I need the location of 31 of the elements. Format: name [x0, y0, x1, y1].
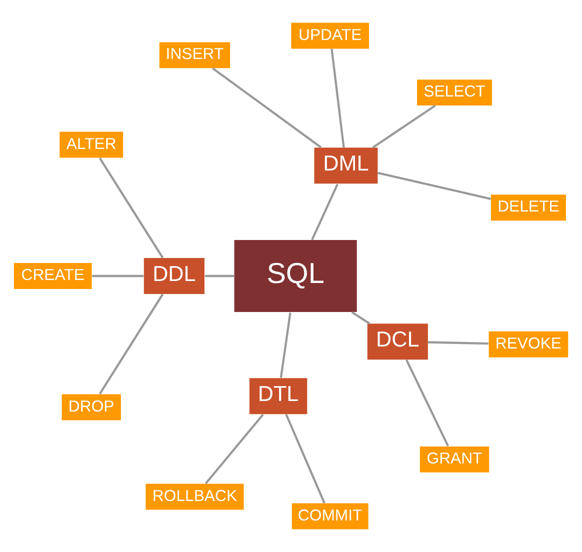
node-box: UPDATE [291, 22, 370, 49]
connector [285, 414, 326, 504]
connector [98, 294, 164, 394]
node-box: DROP [62, 394, 121, 420]
node-box: DDL [144, 258, 204, 294]
node-box: ALTER [60, 132, 124, 158]
connector [204, 414, 264, 484]
connector [92, 274, 144, 278]
node-box: DTL [249, 378, 308, 414]
node-box: REVOKE [488, 331, 568, 358]
connector [378, 172, 491, 200]
connector [372, 104, 436, 148]
node-box: DCL [367, 324, 428, 360]
node-box: COMMIT [292, 503, 368, 530]
connector [406, 360, 449, 446]
connector [428, 341, 488, 345]
node-box: INSERT [159, 42, 230, 68]
connector [98, 158, 164, 258]
connector [280, 312, 292, 378]
connector [205, 274, 234, 278]
node-box: CREATE [14, 263, 92, 289]
node-box: DML [314, 148, 378, 184]
node-box: SQL [234, 240, 357, 312]
connector [311, 184, 338, 240]
node-box: DELETE [490, 194, 566, 221]
connector [212, 67, 322, 148]
connector [351, 311, 370, 324]
node-box: GRANT [420, 446, 490, 472]
node-box: ROLLBACK [146, 484, 244, 510]
connector [330, 48, 345, 148]
node-box: SELECT [417, 80, 492, 106]
